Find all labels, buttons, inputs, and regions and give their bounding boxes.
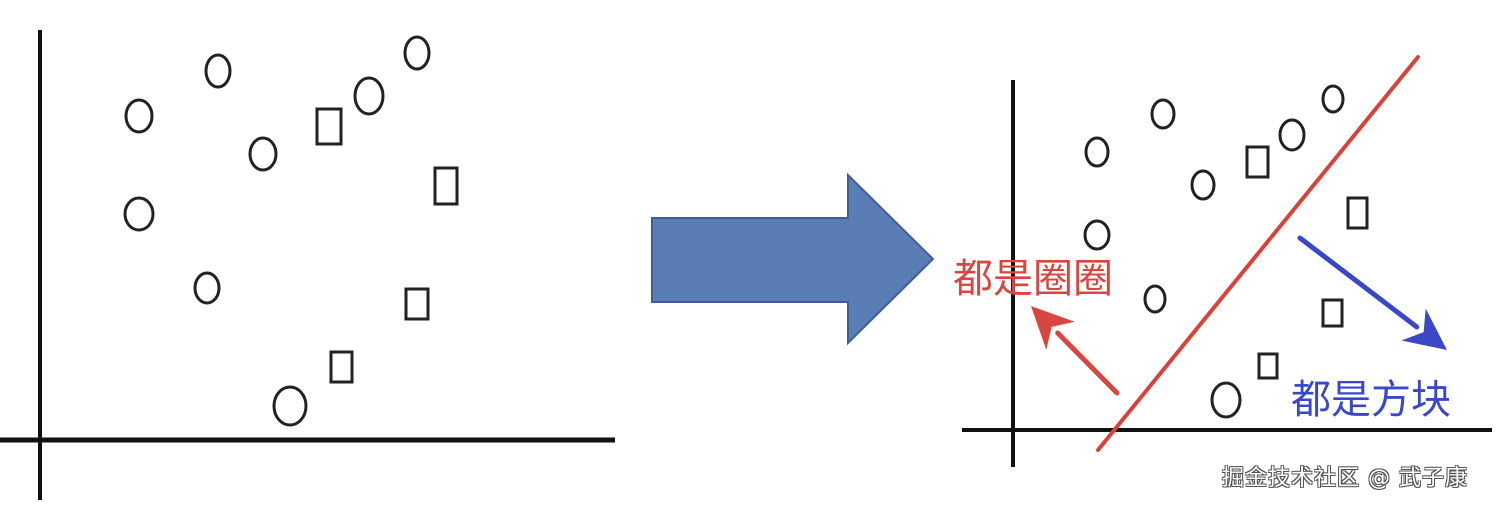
circle-marker-icon <box>353 76 385 116</box>
circles-region-label: 都是圈圈 <box>953 256 1113 302</box>
circle-marker-icon <box>124 98 154 134</box>
circle-marker-icon <box>1150 98 1176 130</box>
square-marker-icon <box>1321 298 1344 328</box>
circle-marker-icon <box>1321 84 1345 114</box>
left-data-points <box>123 35 459 427</box>
circle-marker-icon <box>204 53 232 89</box>
watermark-text: 掘金技术社区 @ 武子康 <box>1222 466 1468 491</box>
square-marker-icon <box>315 107 343 146</box>
circle-marker-icon <box>193 271 221 305</box>
right-data-points <box>1083 84 1369 419</box>
circle-marker-icon <box>123 196 155 232</box>
circle-marker-icon <box>248 136 278 172</box>
left-scatter-plot <box>0 30 615 500</box>
right-classified-plot: 都是圈圈 都是方块 <box>953 55 1492 467</box>
circle-marker-icon <box>1278 118 1306 152</box>
square-marker-icon <box>1257 352 1279 380</box>
squares-region-label: 都是方块 <box>1291 377 1451 423</box>
circle-marker-icon <box>272 385 308 427</box>
transition-arrow-right-icon <box>651 172 935 346</box>
square-marker-icon <box>433 166 459 206</box>
square-marker-icon <box>1346 196 1369 230</box>
square-marker-icon <box>404 287 430 321</box>
square-region-arrow-icon <box>1297 235 1447 350</box>
circle-marker-icon <box>1084 136 1110 168</box>
circle-marker-icon <box>1210 381 1242 419</box>
decision-boundary-line <box>1096 55 1420 452</box>
circle-marker-icon <box>403 35 431 71</box>
circle-region-arrow-icon <box>1031 306 1120 396</box>
square-marker-icon <box>329 350 354 384</box>
circle-marker-icon <box>1083 219 1111 251</box>
circle-marker-icon <box>1143 284 1167 314</box>
circle-marker-icon <box>1190 169 1216 201</box>
square-marker-icon <box>1245 145 1270 179</box>
